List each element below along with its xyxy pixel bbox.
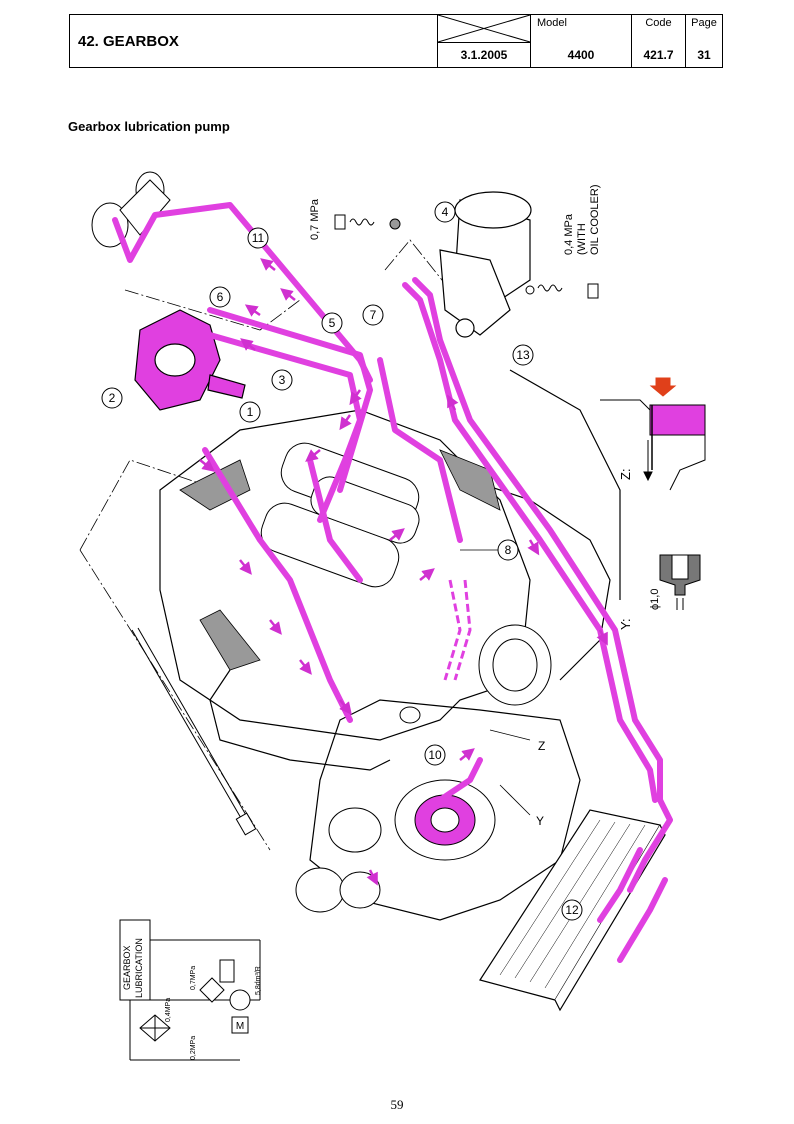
schematic-title-1: GEARBOX xyxy=(122,945,132,990)
pressure-valve-label: 0,7 MPa xyxy=(309,198,321,240)
valve-parts xyxy=(334,214,599,299)
callout-12: 12 xyxy=(561,899,583,921)
code-value: 421.7 xyxy=(643,48,674,62)
orifice-label: ϕ1,0 xyxy=(649,589,661,610)
schematic-p3: 0,2MPa xyxy=(190,1036,197,1060)
cooler-valve-label-3: OIL COOLER) xyxy=(589,185,601,256)
svg-text:2: 2 xyxy=(109,391,116,405)
header-cross-box xyxy=(437,14,531,43)
svg-text:12: 12 xyxy=(565,903,579,917)
document-header: 42. GEARBOX 3.1.2005 Model 4400 Code 421… xyxy=(69,14,723,68)
shaft-rod xyxy=(131,627,257,836)
flow-arrows xyxy=(199,258,608,886)
callout-13: 13 xyxy=(512,344,534,366)
oil-lines xyxy=(112,202,673,963)
model-value: 4400 xyxy=(567,48,595,62)
svg-text:13: 13 xyxy=(516,348,530,362)
schematic-title-2: LUBRICATION xyxy=(134,938,144,998)
svg-text:6: 6 xyxy=(217,290,224,304)
code-label: Code xyxy=(645,17,672,29)
detail-y xyxy=(659,554,701,610)
chapter-title: 42. GEARBOX xyxy=(70,15,438,67)
gearbox-housing xyxy=(159,369,621,921)
callout-1: 1 xyxy=(239,401,261,423)
svg-text:5: 5 xyxy=(329,316,336,330)
svg-text:3: 3 xyxy=(279,373,286,387)
detail-z xyxy=(600,377,706,491)
svg-text:1: 1 xyxy=(247,405,254,419)
cooler-valve-label-1: 0,4 MPa xyxy=(563,213,575,255)
oil-filter xyxy=(439,191,532,338)
page-value: 31 xyxy=(697,48,711,62)
callout-2: 2 xyxy=(101,387,123,409)
schematic-p2: 0,7MPa xyxy=(190,966,197,990)
model-cell: Model 4400 xyxy=(531,15,632,67)
callout-5: 5 xyxy=(321,312,343,334)
svg-text:11: 11 xyxy=(252,231,265,245)
construction-lines xyxy=(79,239,451,851)
marker-z: Z xyxy=(538,739,545,753)
motor-label: M xyxy=(236,1021,244,1032)
lubrication-pump xyxy=(134,309,246,411)
section-title: Gearbox lubrication pump xyxy=(68,119,230,134)
detail-y-label: Y: xyxy=(618,618,633,630)
gear-shaft-assembly xyxy=(260,442,552,913)
callout-4: 4 xyxy=(434,201,456,223)
code-cell: Code 421.7 xyxy=(632,15,686,67)
model-label: Model xyxy=(537,17,567,29)
document-date: 3.1.2005 xyxy=(438,43,531,67)
cross-mark-icon xyxy=(437,14,531,43)
callout-3: 3 xyxy=(271,369,293,391)
oil-lines-dashed xyxy=(443,579,472,681)
callout-11: 11 xyxy=(247,227,269,249)
page-number: 59 xyxy=(390,1097,404,1112)
svg-text:7: 7 xyxy=(370,308,377,322)
page-cell: Page 31 xyxy=(686,15,722,67)
leader-lines xyxy=(460,549,531,816)
callout-7: 7 xyxy=(362,304,384,326)
cooler-valve-label-2: (WITH xyxy=(576,223,588,255)
svg-text:10: 10 xyxy=(428,748,442,762)
detail-z-label: Z: xyxy=(618,468,633,480)
callout-6: 6 xyxy=(209,286,231,308)
schematic-p1: 0,4MPa xyxy=(165,998,172,1022)
marker-y: Y xyxy=(536,814,544,828)
svg-text:4: 4 xyxy=(442,205,449,219)
callout-8: 8 xyxy=(497,539,519,561)
svg-text:8: 8 xyxy=(505,543,512,557)
callouts: 11 6 5 7 4 13 3 2 1 8 10 12 xyxy=(101,201,583,921)
schematic-flow: 5,8dm³/R xyxy=(255,966,262,995)
annotations: 0,7 MPa 0,4 MPa (WITH OIL COOLER) Z: Y: … xyxy=(309,185,661,829)
hydraulic-schematic: GEARBOX LUBRICATION M 0,4MPa 0,7MPa 0,2M… xyxy=(119,919,262,1061)
page-label: Page xyxy=(691,17,717,29)
callout-10: 10 xyxy=(424,744,446,766)
gearbox-lubrication-drawing: 11 6 5 7 4 13 3 2 1 8 10 12 0,7 MPa 0,4 … xyxy=(79,171,706,1061)
input-shaft xyxy=(91,171,171,248)
